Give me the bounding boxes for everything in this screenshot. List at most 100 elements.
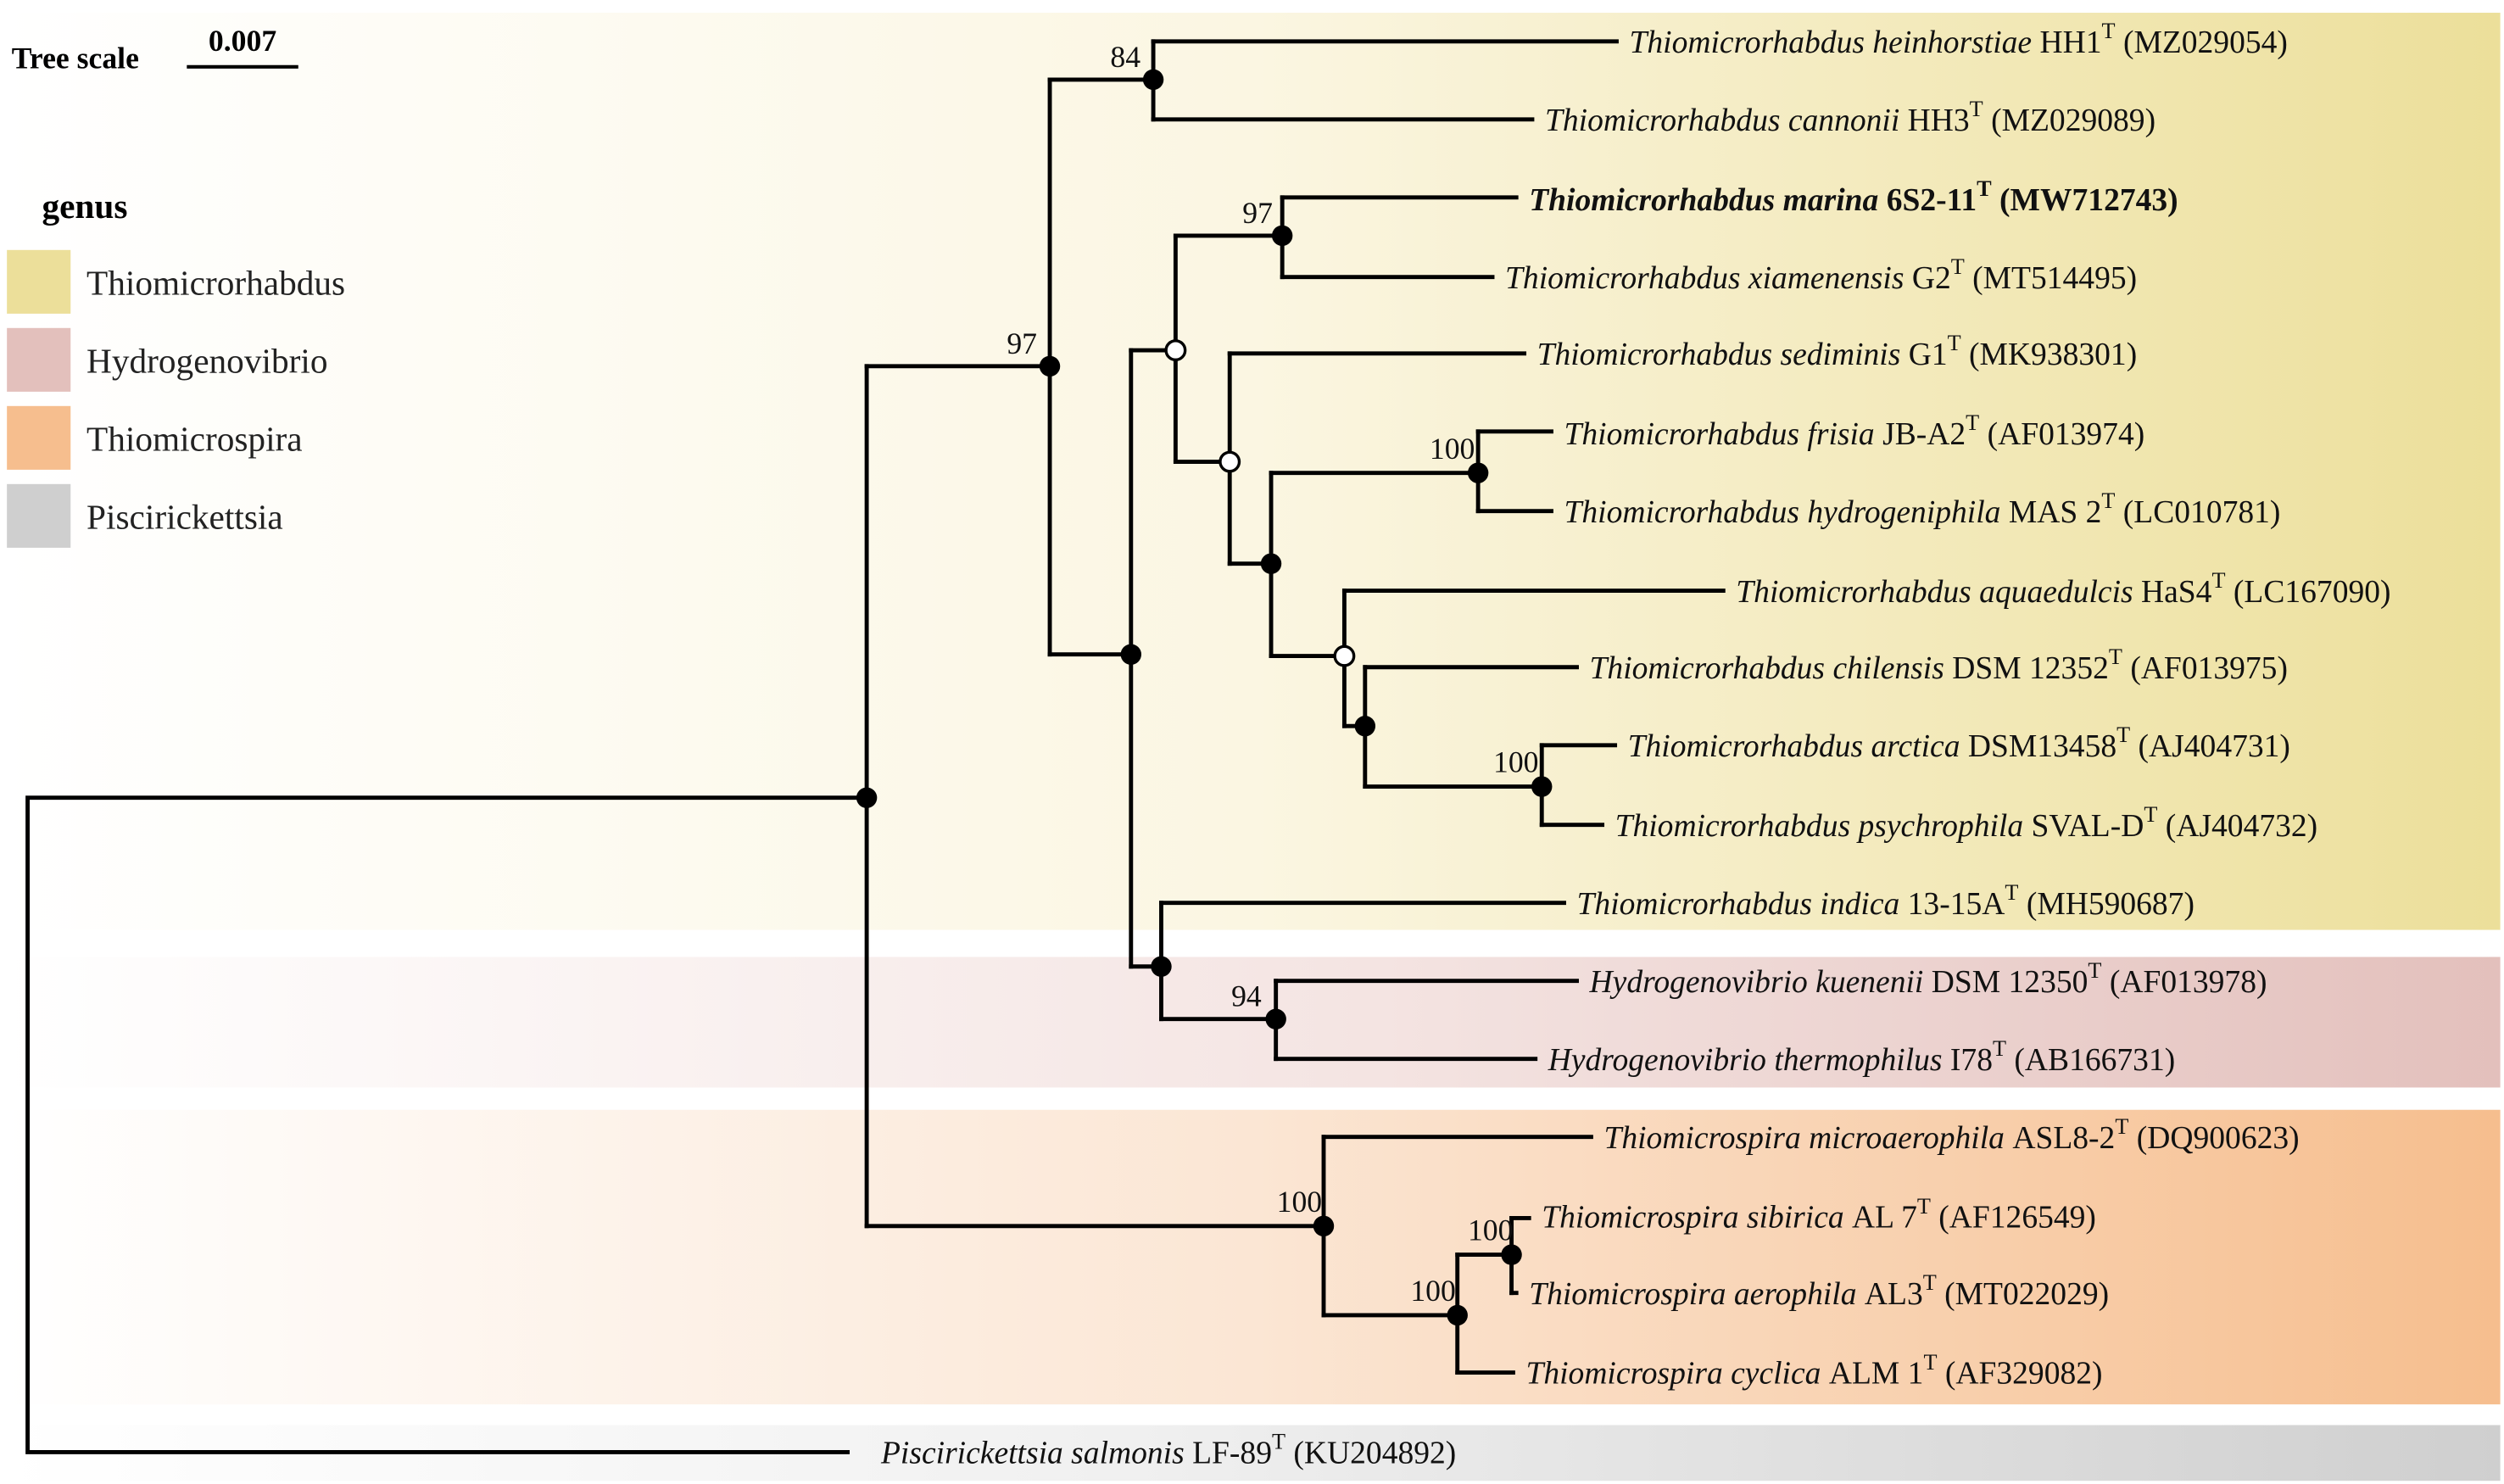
leaf-species: aerophila <box>1734 1277 1857 1312</box>
leaf-accession: (MW712743) <box>1992 183 2178 218</box>
leaf-accession: (KU204892) <box>1285 1437 1456 1471</box>
node-hydro <box>1151 956 1172 977</box>
leaf-genus: Hydrogenovibrio <box>1589 965 1808 1000</box>
leaf-accession: (AJ404732) <box>2157 809 2317 844</box>
leaf-genus: Thiomicrorhabdus <box>1564 495 1799 530</box>
leaf-type-sup: T <box>2102 19 2116 43</box>
legend-swatch-hydrogenovibrio <box>7 327 71 392</box>
node-root <box>856 787 878 808</box>
leaf-accession: (AJ404731) <box>2130 729 2290 764</box>
node-94 <box>1265 1008 1286 1029</box>
leaf-species: arctica <box>1871 729 1960 764</box>
node-e <box>1354 716 1376 737</box>
bootstrap-100-arctica: 100 <box>1493 745 1538 779</box>
leaf-species: aquaedulcis <box>1979 575 2133 610</box>
leaf-strain: HH1 <box>2039 25 2101 60</box>
node-97b <box>1271 225 1293 247</box>
leaf-species: xiamenensis <box>1748 261 1904 296</box>
leaf-genus: Thiomicrospira <box>1542 1201 1738 1236</box>
leaf-strain: MAS 2 <box>2009 495 2102 530</box>
bootstrap-100-thiomicrospira: 100 <box>1277 1185 1322 1219</box>
leaf-type-sup: T <box>1966 410 1979 435</box>
node-c <box>1260 553 1282 574</box>
legend-item-piscirickettsia: Piscirickettsia <box>86 497 283 536</box>
leaf-strain: G2 <box>1912 261 1951 296</box>
leaf-accession: (MT514495) <box>1965 261 2137 296</box>
tree-scale-value: 0.007 <box>209 24 276 58</box>
leaf-strain: DSM13458 <box>1968 729 2116 764</box>
leaf-genus: Thiomicrorhabdus <box>1505 261 1740 296</box>
leaf-accession: (LC167090) <box>2226 575 2391 610</box>
leaf-type-sup: T <box>2211 568 2225 593</box>
leaf-genus: Piscirickettsia <box>880 1437 1063 1471</box>
leaf-type-sup: T <box>1970 97 1983 121</box>
leaf-accession: (AF126549) <box>1931 1201 2096 1236</box>
leaf-type-sup: T <box>2109 644 2122 669</box>
leaf-genus: Thiomicrospira <box>1529 1277 1726 1312</box>
leaf-labels: Thiomicrorhabdus heinhorstiae HH1T (MZ02… <box>880 19 2391 1471</box>
leaf-genus: Thiomicrorhabdus <box>1590 651 1825 686</box>
leaf-genus: Thiomicrorhabdus <box>1564 417 1799 452</box>
leaf-species: sediminis <box>1780 338 1900 372</box>
leaf-type-sup: T <box>1272 1430 1285 1454</box>
leaf-label: Thiomicrorhabdus cannonii HH3T (MZ029089… <box>1545 97 2155 138</box>
leaf-accession: (AF013978) <box>2101 965 2267 1000</box>
leaf-species: thermophilus <box>1774 1043 1942 1078</box>
leaf-species: frisia <box>1807 417 1874 452</box>
leaf-accession: (DQ900623) <box>2128 1121 2299 1156</box>
leaf-strain: DSM 12350 <box>1932 965 2089 1000</box>
leaf-type-sup: T <box>1917 1194 1931 1219</box>
leaf-genus: Thiomicrorhabdus <box>1628 729 1863 764</box>
leaf-label: Thiomicrorhabdus sediminis G1T (MK938301… <box>1537 331 2138 372</box>
leaf-species: salmonis <box>1071 1437 1185 1471</box>
leaf-genus: Thiomicrorhabdus <box>1736 575 1971 610</box>
leaf-species: psychrophila <box>1855 809 2023 844</box>
leaf-species: microaerophila <box>1809 1121 2005 1156</box>
leaf-label: Thiomicrospira cyclica ALM 1T (AF329082) <box>1525 1350 2102 1392</box>
leaf-genus: Thiomicrorhabdus <box>1630 25 1865 60</box>
leaf-accession: (MH590687) <box>2018 887 2194 922</box>
tree-scale-label: Tree scale <box>12 42 139 75</box>
leaf-label: Hydrogenovibrio kuenenii DSM 12350T (AF0… <box>1589 958 2267 1000</box>
leaf-strain: DSM 12352 <box>1952 651 2109 686</box>
leaf-genus: Thiomicrorhabdus <box>1529 183 1775 218</box>
leaf-accession: (AF013974) <box>1979 417 2144 452</box>
leaf-strain: HH3 <box>1908 103 1970 138</box>
leaf-genus: Thiomicrorhabdus <box>1537 338 1772 372</box>
leaf-strain: HaS4 <box>2141 575 2212 610</box>
leaf-strain: G1 <box>1909 338 1948 372</box>
node-thiomicrospira <box>1313 1215 1335 1237</box>
node-open-a <box>1164 339 1187 362</box>
leaf-strain: JB-A2 <box>1882 417 1966 452</box>
leaf-species: heinhorstiae <box>1872 25 2032 60</box>
bootstrap-84: 84 <box>1110 40 1140 74</box>
leaf-type-sup: T <box>2116 722 2130 747</box>
leaf-strain: I78 <box>1950 1043 1993 1078</box>
leaf-genus: Hydrogenovibrio <box>1548 1043 1766 1078</box>
legend-item-hydrogenovibrio: Hydrogenovibrio <box>86 341 327 380</box>
leaf-accession: (MZ029054) <box>2116 25 2288 60</box>
node-open-d <box>1333 644 1356 667</box>
legend-swatch-piscirickettsia <box>7 483 71 548</box>
leaf-label: Thiomicrospira sibirica AL 7T (AF126549) <box>1542 1194 2096 1236</box>
bootstrap-97-marina: 97 <box>1242 196 1273 230</box>
node-97-group <box>1039 355 1061 377</box>
legend-item-thiomicrorhabdus: Thiomicrorhabdus <box>86 263 345 302</box>
leaf-label: Thiomicrorhabdus psychrophila SVAL-DT (A… <box>1615 802 2318 844</box>
leaf-species: indica <box>1820 887 1899 922</box>
band-thiomicrorhabdus <box>3 13 2501 930</box>
leaf-strain: ASL8-2 <box>2012 1121 2115 1156</box>
leaf-species: cannonii <box>1788 103 1899 138</box>
clade-bands <box>3 13 2501 1481</box>
legend: genus Thiomicrorhabdus Hydrogenovibrio T… <box>7 187 345 548</box>
leaf-strain: 13-15A <box>1908 887 2005 922</box>
leaf-label: Thiomicrorhabdus aquaedulcis HaS4T (LC16… <box>1736 568 2390 610</box>
leaf-genus: Thiomicrospira <box>1603 1121 1800 1156</box>
leaf-strain: LF-89 <box>1192 1437 1272 1471</box>
leaf-type-sup: T <box>1923 1270 1937 1295</box>
bootstrap-values: 84 97 97 100 100 94 100 100 100 <box>1007 40 1538 1308</box>
leaf-type-sup: T <box>2005 880 2018 905</box>
leaf-label: Thiomicrorhabdus chilensis DSM 12352T (A… <box>1590 644 2288 686</box>
leaf-genus: Thiomicrorhabdus <box>1615 809 1850 844</box>
band-hydrogenovibrio <box>3 957 2501 1088</box>
